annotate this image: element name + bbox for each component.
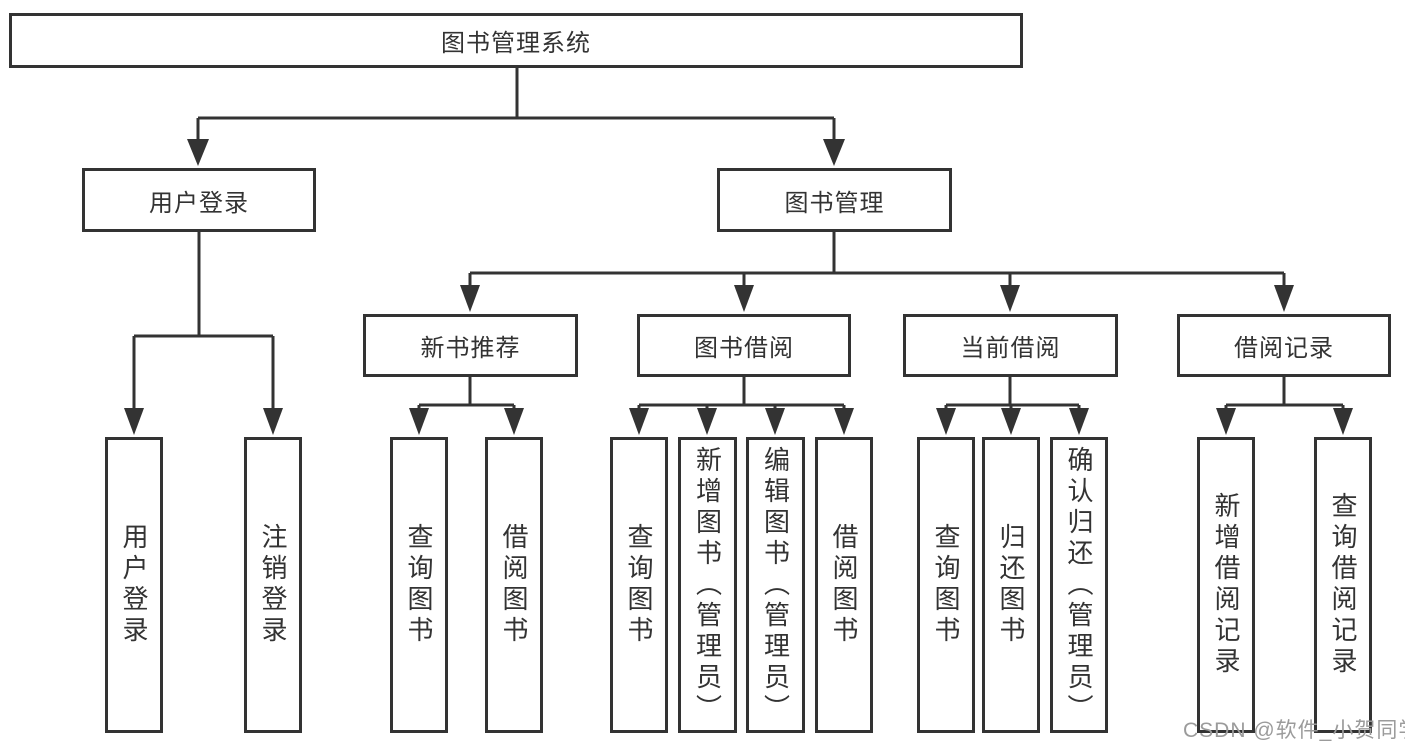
connector-user-login-branch [124, 232, 283, 435]
connector-new-book-branch [409, 377, 524, 435]
node-book-management: 图书管理 [717, 168, 952, 232]
leaf-add-borrow-record: 新增借阅记录 [1197, 437, 1255, 733]
node-library-management-system: 图书管理系统 [9, 13, 1023, 68]
leaf-user-login: 用户登录 [105, 437, 163, 733]
node-borrow-records: 借阅记录 [1177, 314, 1391, 377]
connector-book-borrow-branch [629, 377, 854, 435]
leaf-query-borrow-record: 查询借阅记录 [1314, 437, 1372, 733]
csdn-watermark: CSDN @软件_小贺同学 [1183, 719, 1405, 742]
connector-borrow-records-branch [1216, 377, 1353, 435]
leaf-logout: 注销登录 [244, 437, 302, 733]
connector-book-management-branch [460, 232, 1294, 312]
connector-current-borrow-branch [936, 377, 1089, 435]
leaf-borrow-books-recommend: 借阅图书 [485, 437, 543, 733]
leaf-confirm-return-admin: 确认归还（管理员） [1050, 437, 1108, 733]
node-current-borrow: 当前借阅 [903, 314, 1118, 377]
leaf-edit-book-admin: 编辑图书（管理员） [746, 437, 805, 733]
leaf-query-books-recommend: 查询图书 [390, 437, 448, 733]
connector-root-to-level2 [187, 68, 845, 166]
leaf-return-book: 归还图书 [982, 437, 1040, 733]
node-user-login: 用户登录 [82, 168, 316, 232]
node-new-book-recommend: 新书推荐 [363, 314, 578, 377]
leaf-query-books-current: 查询图书 [917, 437, 975, 733]
leaf-query-books-borrow: 查询图书 [610, 437, 668, 733]
leaf-borrow-books: 借阅图书 [815, 437, 873, 733]
leaf-add-book-admin: 新增图书（管理员） [678, 437, 737, 733]
node-book-borrow: 图书借阅 [637, 314, 851, 377]
